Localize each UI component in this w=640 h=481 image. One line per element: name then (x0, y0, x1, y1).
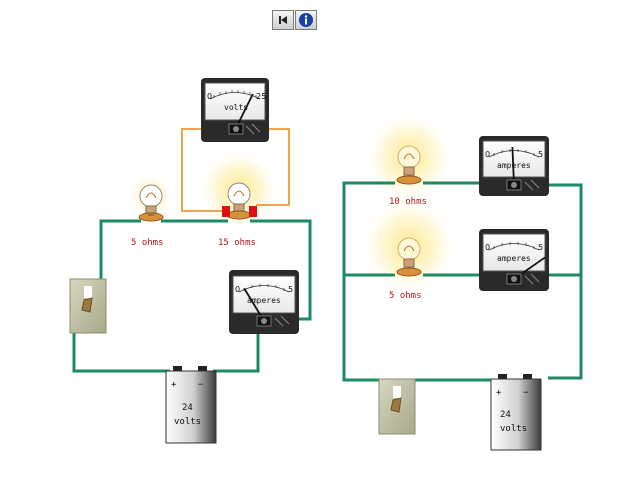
svg-text:−: − (198, 380, 204, 390)
info-icon (299, 13, 313, 27)
battery-left: + − 24 volts (165, 366, 217, 444)
svg-text:5: 5 (538, 150, 543, 159)
bulb-15-ohms-label: 15 ohms (218, 238, 256, 248)
svg-text:0: 0 (235, 285, 240, 294)
skip-to-start-icon (279, 16, 287, 24)
svg-text:24: 24 (500, 410, 511, 420)
ammeter-left[interactable]: 0 5 amperes (229, 270, 299, 334)
svg-text:amperes: amperes (497, 254, 531, 263)
svg-text:0: 0 (485, 243, 490, 252)
rewind-button[interactable] (272, 10, 294, 30)
svg-text:0: 0 (485, 150, 490, 159)
bulb-5-ohms[interactable] (138, 184, 164, 222)
voltmeter[interactable]: 0 25 volts (201, 78, 269, 142)
svg-text:24: 24 (182, 403, 193, 413)
svg-text:5: 5 (538, 243, 543, 252)
voltmeter-wire (181, 128, 290, 212)
bulb-5-ohms-label: 5 ohms (131, 238, 164, 248)
svg-text:volts: volts (500, 424, 527, 434)
wire-loop (72, 219, 312, 373)
svg-text:0: 0 (207, 92, 212, 101)
meter-needle (235, 93, 254, 129)
bulb-15-ohms[interactable] (226, 182, 252, 220)
voltmeter-clip[interactable] (222, 206, 230, 217)
right-circuit: 10 ohms 5 ohms 0 5 (342, 111, 583, 451)
bulb-5-ohms-right[interactable] (396, 237, 422, 277)
ammeter-top[interactable]: 0 5 amperes (479, 136, 549, 196)
svg-text:volts: volts (224, 103, 248, 112)
svg-text:25: 25 (256, 92, 266, 101)
left-circuit: 5 ohms 15 ohms (69, 78, 312, 444)
svg-text:+: + (171, 380, 177, 390)
svg-text:−: − (523, 388, 529, 398)
ammeter-bottom[interactable]: 0 5 amperes (479, 229, 549, 291)
svg-text:+: + (496, 388, 502, 398)
bulb-10-ohms-label: 10 ohms (389, 197, 427, 207)
switch-left[interactable] (69, 278, 107, 334)
meter-needle (511, 146, 515, 186)
svg-text:volts: volts (174, 417, 201, 427)
battery-right: + − 24 volts (490, 374, 542, 451)
svg-text:5: 5 (288, 285, 293, 294)
switch-right[interactable] (378, 378, 416, 435)
bulb-10-ohms[interactable] (396, 145, 422, 185)
voltmeter-clip[interactable] (249, 206, 257, 217)
svg-text:amperes: amperes (247, 296, 281, 305)
info-button[interactable] (295, 10, 317, 30)
bulb-5-ohms-right-label: 5 ohms (389, 291, 422, 301)
